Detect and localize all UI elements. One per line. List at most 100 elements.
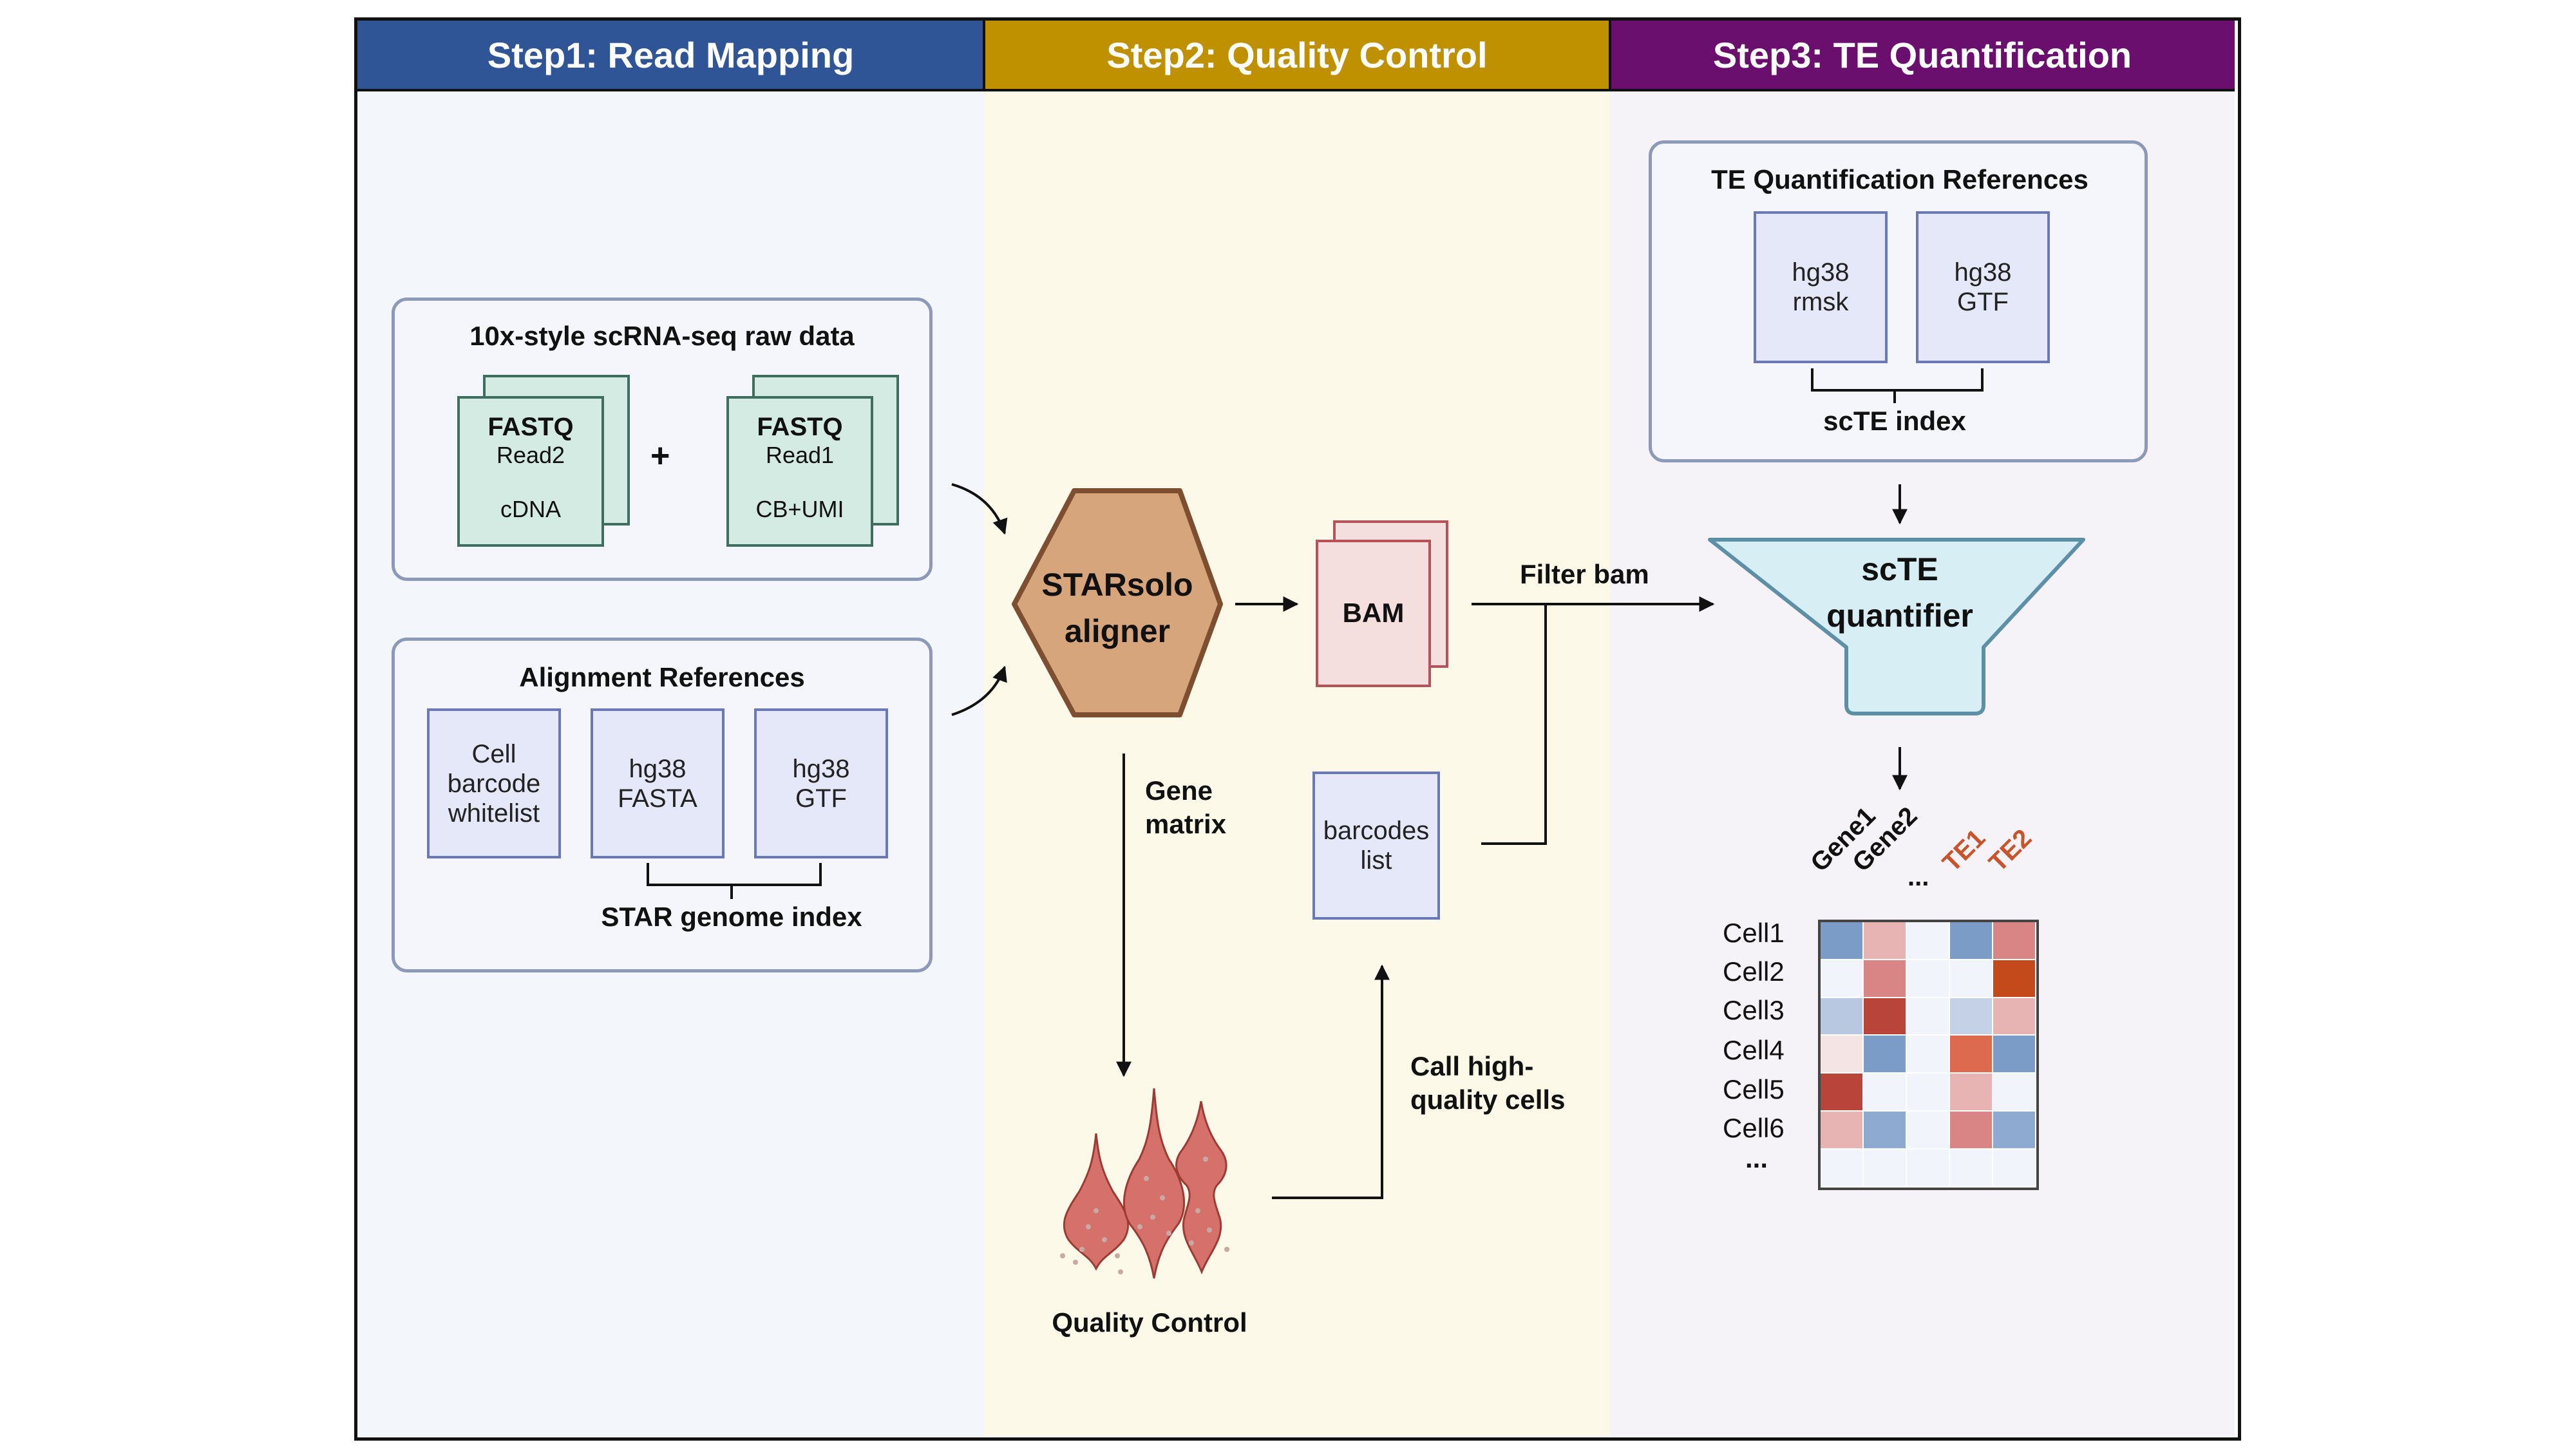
- hg38-gtf-te-line1: hg38: [1954, 258, 2012, 287]
- heatmap-cell: [1907, 1112, 1950, 1150]
- refs-to-aligner-arrow: [951, 665, 1007, 716]
- starsolo-hexagon: [1012, 488, 1223, 717]
- violin-point: [1144, 1176, 1149, 1181]
- heatmap-cell: [1993, 1149, 2036, 1188]
- bam-label: BAM: [1342, 598, 1405, 628]
- starsolo-label: STARsolo aligner: [1024, 562, 1211, 654]
- te-refs-title: TE Quantification References: [1711, 164, 2088, 194]
- step1-title: Step1: Read Mapping: [487, 34, 855, 75]
- heatmap-cell: [1993, 1112, 2036, 1150]
- whitelist-line1: Cell: [471, 739, 516, 768]
- violin-point: [1150, 1215, 1155, 1220]
- bam-front-sheet: [1316, 540, 1431, 687]
- heatmap-cell: [1821, 960, 1864, 998]
- qc-to-barcodes-arrow: [1272, 964, 1390, 1199]
- violin-point: [1195, 1208, 1200, 1213]
- row-cell1: Cell1: [1723, 918, 1785, 948]
- heatmap-cell: [1993, 960, 2036, 998]
- heatmap-cell: [1907, 1074, 1950, 1112]
- step2-title: Step2: Quality Control: [1106, 34, 1488, 75]
- violin-point: [1079, 1247, 1084, 1252]
- violin-point: [1224, 1247, 1229, 1252]
- alignment-refs-title: Alignment References: [519, 662, 805, 692]
- hg38-fasta-card: hg38 FASTA: [591, 708, 724, 858]
- scte-line1: scTE: [1861, 551, 1938, 587]
- fastq-read1-read: Read1: [765, 442, 835, 468]
- heatmap-cell: [1907, 922, 1950, 960]
- hg38-rmsk-card: hg38 rmsk: [1754, 211, 1888, 363]
- heatmap-cell: [1864, 960, 1907, 998]
- heatmap-cell: [1821, 922, 1864, 960]
- violin-1: [1063, 1133, 1130, 1271]
- violin-point: [1073, 1260, 1078, 1265]
- heatmap-cell: [1907, 1149, 1950, 1188]
- heatmap-cell: [1993, 922, 2036, 960]
- raw-data-title: 10x-style scRNA-seq raw data: [469, 321, 855, 351]
- heatmap-cell: [1950, 1149, 1993, 1188]
- hg38-gtf-te-card: hg38 GTF: [1916, 211, 2050, 363]
- row-cell4: Cell4: [1723, 1035, 1785, 1065]
- heatmap-cell: [1950, 1112, 1993, 1150]
- violin-point: [1189, 1240, 1194, 1245]
- gene-matrix-line1: Gene: [1145, 775, 1213, 806]
- call-cells-label: Call high- quality cells: [1410, 1050, 1565, 1117]
- row-cell6: Cell6: [1723, 1113, 1785, 1143]
- filter-bam-label: Filter bam: [1520, 559, 1649, 589]
- violin-point: [1160, 1195, 1165, 1200]
- row-ellipsis: ...: [1745, 1143, 1768, 1173]
- heatmap-cell: [1864, 1112, 1907, 1150]
- whitelist-line2: barcode: [447, 769, 541, 798]
- heatmap-cell: [1907, 960, 1950, 998]
- violin-point: [1166, 1231, 1171, 1236]
- violin-3: [1175, 1101, 1227, 1275]
- hg38-gtf-card: hg38 GTF: [754, 708, 888, 858]
- heatmap-cell: [1993, 1074, 2036, 1112]
- violin-2: [1123, 1088, 1185, 1279]
- whitelist-card: Cell barcode whitelist: [427, 708, 561, 858]
- violin-point: [1094, 1208, 1099, 1213]
- violin-point: [1118, 1269, 1123, 1274]
- fastq-read2-name: FASTQ: [488, 413, 574, 441]
- heatmap-cell: [1950, 922, 1993, 960]
- barcodes-list-card: barcodes list: [1312, 772, 1440, 920]
- heatmap-cell: [1907, 1036, 1950, 1074]
- violin-point: [1060, 1253, 1065, 1258]
- scte-quantifier-label: scTE quantifier: [1803, 546, 1996, 639]
- star-index-bracket-stem: [730, 885, 733, 899]
- hg38-gtf-line1: hg38: [792, 754, 850, 783]
- header-divider-2: [1609, 19, 1611, 90]
- gene-matrix-label: Gene matrix: [1145, 774, 1226, 841]
- heatmap-cell: [1864, 1149, 1907, 1188]
- heatmap-cell: [1907, 998, 1950, 1036]
- violin-point: [1137, 1224, 1142, 1229]
- starsolo-line1: STARsolo: [1041, 567, 1193, 603]
- fastq-read2-read: Read2: [496, 442, 565, 468]
- heatmap-cell: [1950, 1036, 1993, 1074]
- barcodes-line2: list: [1360, 846, 1392, 875]
- fastq-read1-file: FASTQ Read1 CB+UMI: [726, 396, 873, 547]
- raw-to-aligner-arrow: [951, 483, 1008, 535]
- violin-points: [1060, 1157, 1229, 1274]
- star-index-label: STAR genome index: [601, 902, 862, 932]
- step2-header: Step2: Quality Control: [984, 19, 1610, 90]
- barcodes-line1: barcodes: [1323, 817, 1430, 845]
- row-cell3: Cell3: [1723, 995, 1785, 1025]
- call-cells-line2: quality cells: [1410, 1084, 1566, 1115]
- heatmap-cell: [1821, 998, 1864, 1036]
- step1-header: Step1: Read Mapping: [357, 19, 984, 90]
- heatmap-cell: [1950, 1074, 1993, 1112]
- diagram-frame: [354, 17, 2241, 1441]
- heatmap-cell: [1864, 998, 1907, 1036]
- heatmap-cell: [1821, 1036, 1864, 1074]
- step3-header: Step3: TE Quantification: [1610, 19, 2235, 90]
- violin-point: [1102, 1237, 1107, 1242]
- fastq-read1-content: CB+UMI: [755, 496, 844, 522]
- heatmap-cell: [1993, 998, 2036, 1036]
- quality-control-label: Quality Control: [1052, 1307, 1247, 1338]
- heatmap-cell: [1821, 1149, 1864, 1188]
- barcodes-to-filter-line: [1481, 605, 1547, 845]
- scte-index-label: scTE index: [1823, 406, 1966, 436]
- scte-index-bracket-stem: [1893, 390, 1896, 403]
- scte-line2: quantifier: [1826, 598, 1973, 634]
